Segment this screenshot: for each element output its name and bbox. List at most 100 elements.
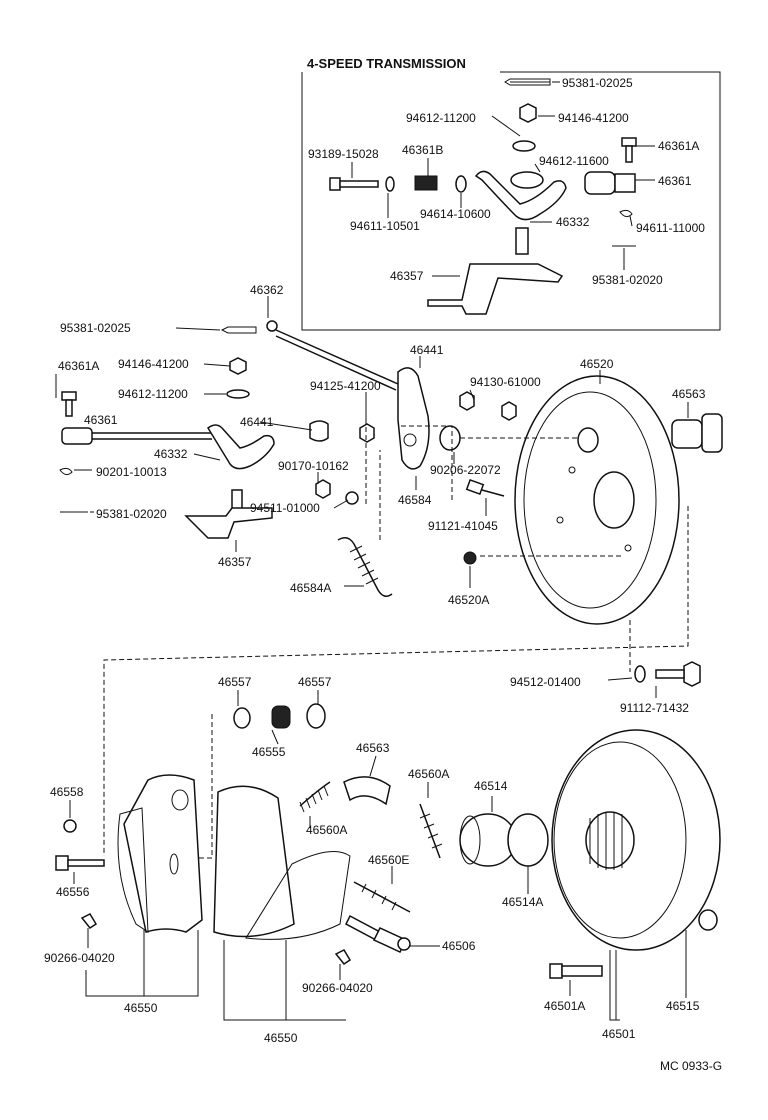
part-label: 94612-11600 <box>539 154 609 168</box>
part-label: 46550 <box>264 1031 298 1045</box>
diagram-code: MC 0933-G <box>660 1059 722 1073</box>
cotter-pin-icon <box>220 326 257 334</box>
bolt-icon <box>61 391 77 417</box>
shift-lever-icon <box>474 170 567 221</box>
part-label: 46357 <box>390 269 424 283</box>
part-label: 46514A <box>502 895 543 909</box>
part-label: 90201-10013 <box>96 465 167 479</box>
part-label: 46361B <box>402 143 443 157</box>
part-label: 46501A <box>544 999 585 1013</box>
part-label: 93189-15028 <box>308 147 379 161</box>
part-label: 90206-22072 <box>430 463 501 477</box>
nut-icon <box>315 479 331 499</box>
washer-icon <box>510 171 544 189</box>
part-label: 46563 <box>672 387 706 401</box>
washer-icon <box>512 140 536 152</box>
shift-rod-icon <box>61 427 212 445</box>
part-label: 95381-02020 <box>96 507 167 521</box>
part-label: 46362 <box>250 283 284 297</box>
diagram-title: 4-SPEED TRANSMISSION <box>307 56 466 71</box>
part-label: 95381-02025 <box>60 321 131 335</box>
washer-icon <box>507 813 549 867</box>
bolt-icon <box>549 963 603 979</box>
reference-line <box>400 425 453 500</box>
part-label: 46584A <box>290 581 331 595</box>
part-label: 46520A <box>448 593 489 607</box>
part-label: 46560A <box>306 823 347 837</box>
part-label: 94614-10600 <box>420 207 491 221</box>
pin-icon <box>55 855 105 871</box>
brake-shoe-icon <box>117 774 203 933</box>
spring-icon <box>299 781 331 813</box>
part-label: 94511-01000 <box>250 501 320 515</box>
part-label: 95381-02020 <box>592 273 663 287</box>
part-label: 94146-41200 <box>118 357 189 371</box>
washer-icon <box>385 176 395 192</box>
spring-icon <box>337 537 393 597</box>
adjuster-icon <box>671 413 723 453</box>
part-label: 46361 <box>658 174 692 188</box>
washer-icon <box>345 491 359 505</box>
backing-plate-icon <box>514 375 680 625</box>
part-label: 46515 <box>666 999 700 1013</box>
part-label: 94612-11200 <box>118 387 188 401</box>
part-label: 94611-11000 <box>636 221 705 235</box>
clip-icon <box>619 209 633 218</box>
brake-lever-icon <box>397 367 430 470</box>
plug-icon <box>463 551 477 565</box>
washer-icon <box>634 665 646 683</box>
part-label: 90266-04020 <box>302 981 373 995</box>
part-label: 46557 <box>218 675 252 689</box>
part-label: 46560E <box>368 853 409 867</box>
reference-line <box>103 506 689 856</box>
part-labels: 95381-02025 94146-41200 94612-11200 4636… <box>44 76 706 1045</box>
shift-lever-icon <box>207 424 275 470</box>
nut-icon <box>229 357 247 375</box>
bolt-icon <box>655 661 701 687</box>
bushing-icon <box>309 420 329 442</box>
part-label: 94130-61000 <box>470 375 541 389</box>
washer-icon <box>306 703 326 729</box>
part-label: 94612-11200 <box>406 111 476 125</box>
clip-icon <box>59 467 73 476</box>
part-label: 46560A <box>408 767 449 781</box>
nut-icon <box>519 103 537 123</box>
nut-icon <box>501 401 517 421</box>
spring-icon <box>271 705 291 729</box>
part-label: 94146-41200 <box>558 111 629 125</box>
part-label: 95381-02025 <box>562 76 633 90</box>
part-label: 46555 <box>252 745 286 759</box>
washer-icon <box>226 389 250 399</box>
part-label: 46557 <box>298 675 332 689</box>
part-label: 46514 <box>474 779 508 793</box>
washer-icon <box>439 425 461 451</box>
part-label: 46441 <box>410 343 444 357</box>
pivot-bracket-icon <box>184 489 273 539</box>
bolt-icon <box>329 177 379 191</box>
nut-icon <box>698 909 718 931</box>
part-label: 46332 <box>154 447 188 461</box>
pin-icon <box>80 913 98 930</box>
spring-icon <box>353 881 411 913</box>
spring-icon <box>419 803 443 859</box>
part-label: 46361A <box>658 139 699 153</box>
nut-icon <box>359 423 375 443</box>
guide-plate-icon <box>343 776 391 806</box>
part-label: 46441 <box>240 415 274 429</box>
washer-icon <box>63 819 77 833</box>
inset-box <box>301 71 721 331</box>
brake-shoe-icon <box>213 785 351 940</box>
part-label: 46584 <box>398 493 432 507</box>
part-label: 91121-41045 <box>428 519 498 533</box>
part-label: 90170-10162 <box>278 459 349 473</box>
spring-icon <box>414 175 438 191</box>
yoke-icon <box>584 171 636 195</box>
part-label: 46558 <box>50 785 84 799</box>
part-label: 90266-04020 <box>44 951 115 965</box>
part-label: 46361A <box>58 359 99 373</box>
adjuster-icon <box>345 914 411 953</box>
part-label: 94512-01400 <box>510 675 581 689</box>
part-label: 46357 <box>218 555 252 569</box>
